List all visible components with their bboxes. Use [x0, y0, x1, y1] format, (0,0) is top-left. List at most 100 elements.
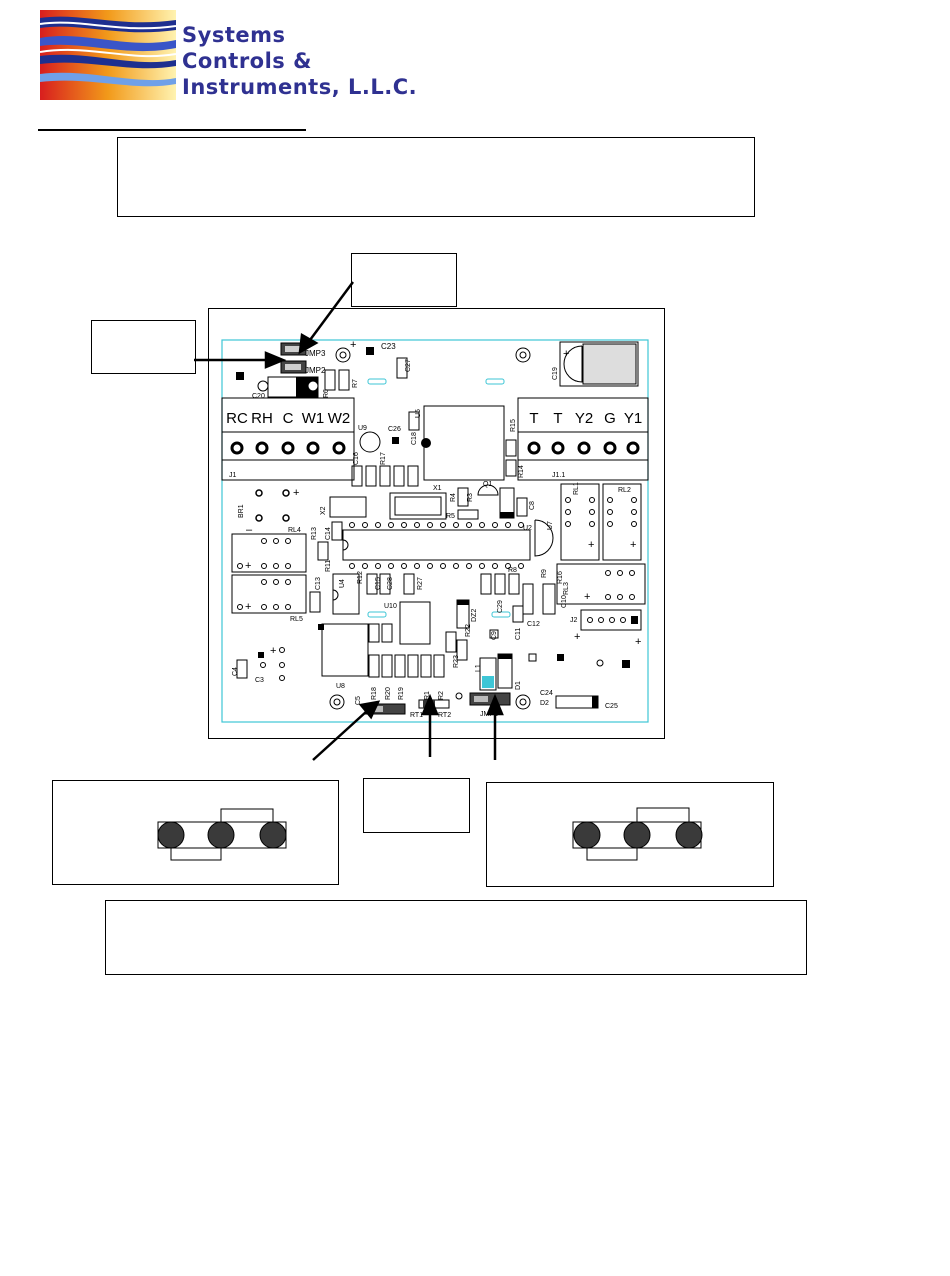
- arrow-head-jmp3: [298, 332, 319, 355]
- terminal-block-j1-1: [517, 397, 649, 481]
- label-r1: R1: [424, 691, 431, 700]
- jumper-diagram-left: [157, 808, 287, 861]
- arrow-head-rt1: [358, 700, 381, 720]
- jumper-pin-3: [675, 821, 703, 849]
- label-c9: C9: [491, 631, 498, 640]
- jumper-diagram-right: [572, 807, 703, 861]
- label-c13: C13: [315, 577, 322, 590]
- label-r19: R19: [398, 687, 405, 700]
- arrow-head-rt2: [421, 693, 439, 716]
- u8-component: [321, 623, 369, 677]
- label-r2: R2: [438, 691, 445, 700]
- terminal-y2: Y2: [575, 410, 593, 427]
- label-j2-plus-right: +: [635, 636, 641, 648]
- mounting-hole: [515, 694, 531, 710]
- label-j2-plus: +: [574, 631, 580, 643]
- label-c24: C24: [540, 690, 553, 697]
- top-callout-box: [117, 137, 755, 217]
- jumper-pin-2: [207, 821, 235, 849]
- relay-rl5: [231, 574, 307, 614]
- label-c16: C16: [353, 452, 360, 465]
- label-c3: C3: [255, 677, 264, 684]
- label-j1-1: J1.1: [552, 472, 565, 479]
- label-r16: R16: [557, 571, 564, 584]
- label-u8: U8: [336, 683, 345, 690]
- label-rl5-plus: +: [245, 601, 251, 613]
- label-c26: C26: [388, 426, 401, 433]
- label-c20: C20: [252, 393, 265, 400]
- relay-rl3: [556, 563, 646, 605]
- label-c27: C27: [405, 359, 412, 372]
- mounting-hole: [515, 347, 531, 363]
- jumper-pin-1: [157, 821, 185, 849]
- label-l1: L1: [475, 664, 482, 672]
- jumper-pin-1: [573, 821, 601, 849]
- company-name: Systems Controls & Instruments, L.L.C.: [182, 22, 417, 100]
- label-rl1-plus: +: [588, 539, 594, 551]
- label-c28: C28: [387, 577, 394, 590]
- label-r12: R12: [357, 571, 364, 584]
- mounting-hole: [335, 347, 351, 363]
- u5-component: [423, 405, 505, 481]
- label-r6: R6: [323, 389, 330, 398]
- label-j1: J1: [229, 472, 237, 479]
- label-r11: R11: [325, 560, 332, 572]
- bottom-callout-box: [105, 900, 807, 975]
- jumper-pin-3: [259, 821, 287, 849]
- company-name-line1: Systems: [182, 23, 286, 47]
- label-rl4: RL4: [288, 527, 301, 534]
- jmp2-callout-box: [91, 320, 196, 374]
- label-r15: R15: [510, 419, 517, 432]
- label-c14: C14: [325, 527, 332, 540]
- terminal-t1: T: [529, 410, 538, 427]
- label-u9: U9: [358, 425, 367, 432]
- label-c3-plus: +: [270, 645, 276, 657]
- label-r7: R7: [352, 379, 359, 388]
- relay-rl2: [602, 483, 642, 561]
- terminal-c: C: [283, 410, 294, 427]
- label-c18: C18: [411, 432, 418, 445]
- label-j2: J2: [570, 617, 578, 624]
- label-c19: C19: [552, 367, 559, 380]
- connector-j2: [580, 609, 642, 631]
- inductor-l1: [479, 657, 497, 691]
- label-r4: R4: [450, 493, 457, 502]
- label-r8: R8: [508, 567, 517, 574]
- rt2-callout-box: [363, 778, 470, 833]
- label-r14: R14: [518, 465, 525, 478]
- board-outline: [221, 339, 649, 723]
- label-d1: D1: [515, 681, 522, 690]
- label-r18: R18: [371, 687, 378, 700]
- label-rl3-plus: +: [584, 591, 590, 603]
- label-r5: R5: [446, 513, 455, 520]
- arrow-to-rt1: [312, 710, 368, 761]
- label-x2: X2: [320, 506, 327, 515]
- label-br1: BR1: [238, 504, 245, 518]
- label-br1-plus: +: [293, 487, 299, 499]
- pcb-frame: [208, 308, 665, 739]
- label-c4: C4: [232, 667, 239, 676]
- terminal-rh: RH: [251, 410, 273, 427]
- jmp3-callout-box: [351, 253, 457, 307]
- label-u2: U2: [523, 525, 532, 532]
- label-r13: R13: [311, 527, 318, 540]
- company-name-line2: Controls &: [182, 49, 312, 73]
- label-rt2: RT2: [438, 712, 451, 719]
- label-r27: R27: [417, 577, 424, 590]
- terminal-rc: RC: [226, 410, 248, 427]
- label-u4: U4: [339, 579, 346, 588]
- arrow-head-jmp1: [486, 693, 504, 716]
- label-c15: C15: [375, 577, 382, 590]
- terminal-w2: W2: [328, 410, 351, 427]
- terminal-g: G: [604, 410, 616, 427]
- terminal-w1: W1: [302, 410, 325, 427]
- header-rule: [38, 129, 306, 131]
- label-c29: C29: [497, 600, 504, 613]
- label-c8: C8: [529, 501, 536, 510]
- relay-rl4: [231, 533, 307, 573]
- terminal-t2: T: [553, 410, 562, 427]
- label-rl1: RL1: [573, 482, 580, 495]
- label-rl3: RL3: [563, 582, 570, 595]
- label-rl2: RL2: [618, 487, 631, 494]
